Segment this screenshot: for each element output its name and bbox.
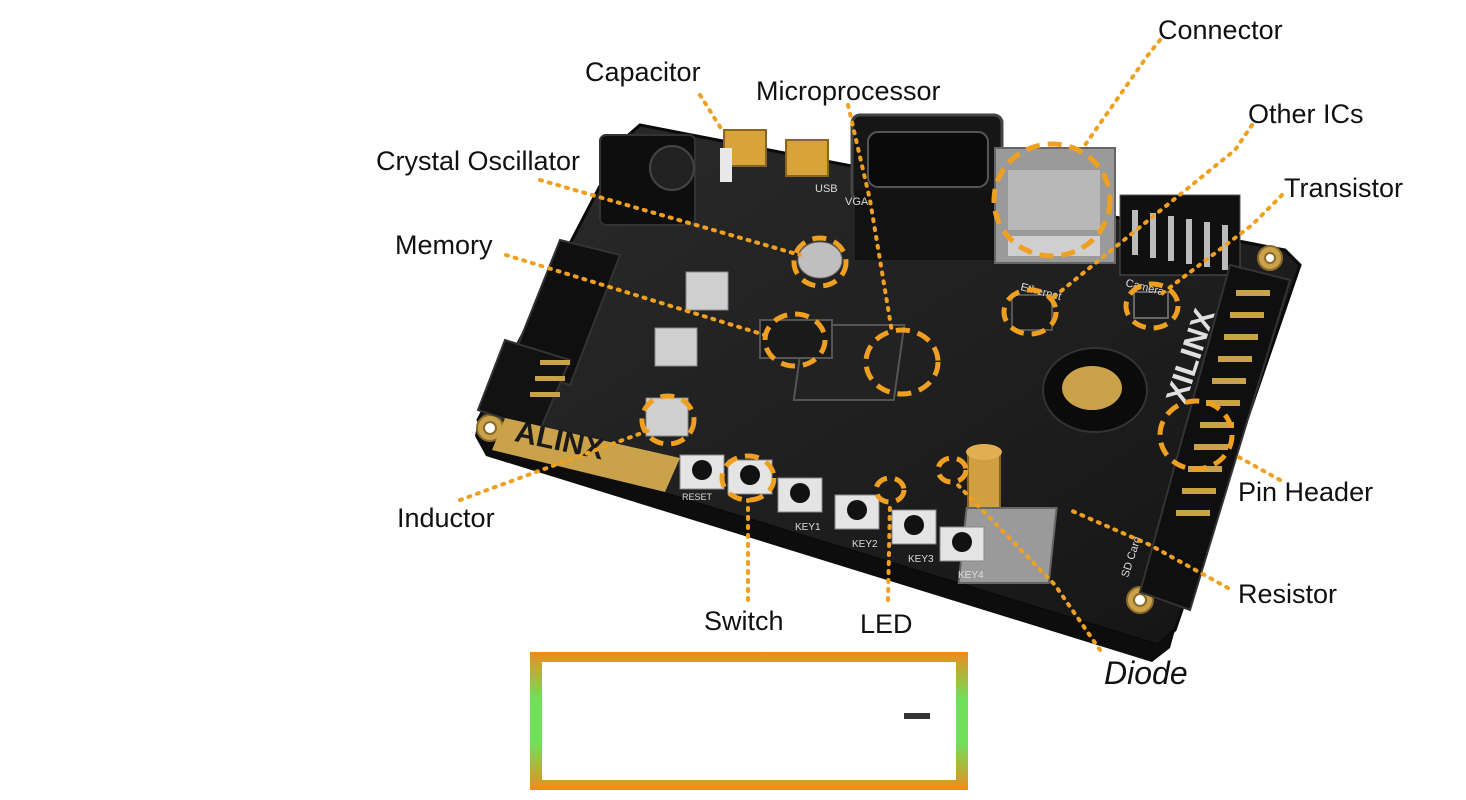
highlight-crystal [791,235,849,289]
label-resistor: Resistor [1238,579,1338,609]
pcb-edge [475,420,1175,662]
highlight-led [873,475,907,505]
highlight-diode [935,455,969,485]
label-led: LED [860,609,913,639]
silk-key-4: KEY4 [958,570,984,581]
label-memory: Memory [395,230,493,260]
silk-vga: VGA [845,196,869,208]
highlight-memory [762,311,828,369]
highlight-connector [991,141,1113,259]
label-switch: Switch [704,606,784,636]
highlight-microprocessor [863,327,941,397]
highlight-circles [639,141,1235,505]
label-inductor: Inductor [397,503,495,533]
silk-key-2: KEY2 [852,539,878,550]
battery-holder [1042,347,1148,433]
label-transistor: Transistor [1284,173,1404,203]
power-jack [599,134,696,226]
usb-connectors [720,129,829,182]
ethernet-jack [994,147,1116,264]
left-headers [476,238,622,432]
crystal-can [797,241,843,279]
mounting-holes [476,245,1283,614]
highlight-other-ics [1001,287,1059,337]
silk-reset: RESET [682,492,713,502]
label-crystal-oscillator: Crystal Oscillator [376,146,581,176]
silk-key-1: KEY1 [795,522,821,533]
highlight-transistor [1123,281,1181,331]
push-buttons [679,454,985,562]
highlight-pin-header [1157,398,1235,472]
transistor-part [1133,291,1169,319]
label-pin-header: Pin Header [1238,477,1374,507]
camera-header [1119,194,1241,276]
label-capacitor: Capacitor [585,57,701,87]
highlight-switch [719,453,777,503]
silk-key-3: KEY3 [908,554,934,565]
label-diode: Diode [1104,655,1188,691]
empty-frame-box [530,652,968,790]
label-microprocessor: Microprocessor [756,76,941,106]
vga-connector [850,113,1004,260]
label-connector: Connector [1158,15,1283,45]
callout-lines [458,38,1284,652]
frame-mark [904,713,930,719]
label-other-ics: Other ICs [1248,99,1364,129]
highlight-inductor [639,393,697,447]
inductors [645,271,729,437]
ethernet-phy-chip [1011,294,1053,331]
silk-usb: USB [815,183,838,195]
